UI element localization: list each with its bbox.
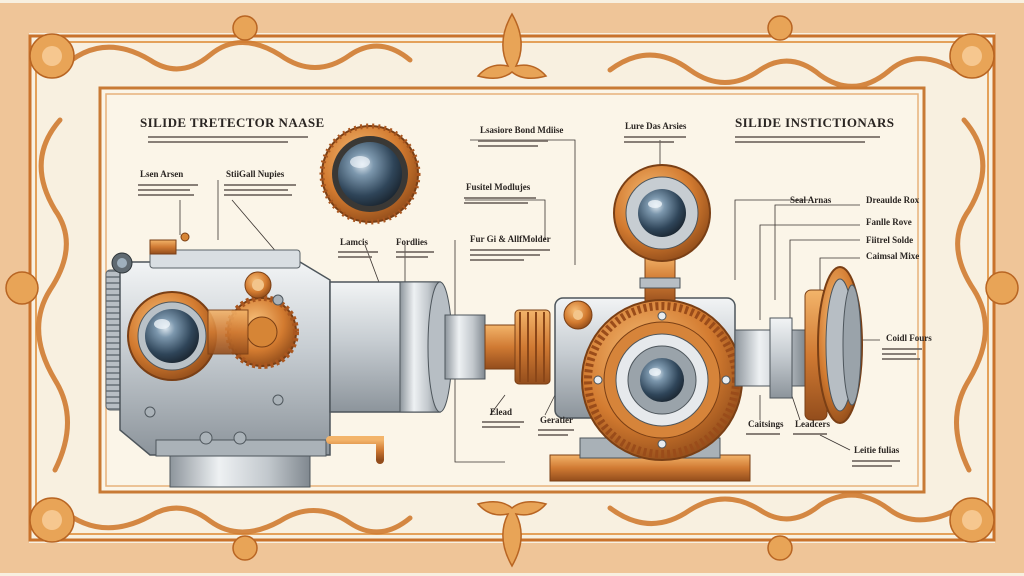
label-leadcers: Leadcers [795, 419, 830, 429]
label-right-4: Caimsal Mixe [866, 251, 920, 261]
label-seal-arnas: Seal Arnas [790, 195, 832, 205]
label-lsasiore-bond: Lsasiore Bond Mdiise [480, 125, 564, 135]
label-lens-arsen: Lsen Arsen [140, 169, 184, 179]
projector-right-assembly [549, 164, 863, 482]
label-lure-das-arsies: Lure Das Arsies [625, 121, 687, 131]
label-lamcis: Lamcis [340, 237, 368, 247]
label-coidl-fours: Coidl Fours [886, 333, 932, 343]
label-fur-gi: Fur Gi & AllfMolder [470, 234, 551, 244]
lens-detail [319, 123, 421, 225]
label-right-1: Dreaulde Rox [866, 195, 920, 205]
label-stiigall-nupies: StiiGall Nupies [226, 169, 285, 179]
title-left: SILIDE TRETECTOR NAASE [140, 115, 325, 130]
label-right-3: Fiitrel Solde [866, 235, 914, 245]
label-fusitel-modlujes: Fusitel Modlujes [466, 182, 531, 192]
projector-main-body [105, 232, 551, 488]
label-elead: Elead [490, 407, 513, 417]
label-geratier: Geratier [540, 415, 573, 425]
label-caitsings: Caitsings [748, 419, 784, 429]
label-right-2: Fanlle Rove [866, 217, 912, 227]
title-right: SILIDE INSTICTIONARS [735, 115, 895, 130]
label-fordlies: Fordlies [396, 237, 428, 247]
label-leitie-fulias: Leitie fulias [854, 445, 900, 455]
